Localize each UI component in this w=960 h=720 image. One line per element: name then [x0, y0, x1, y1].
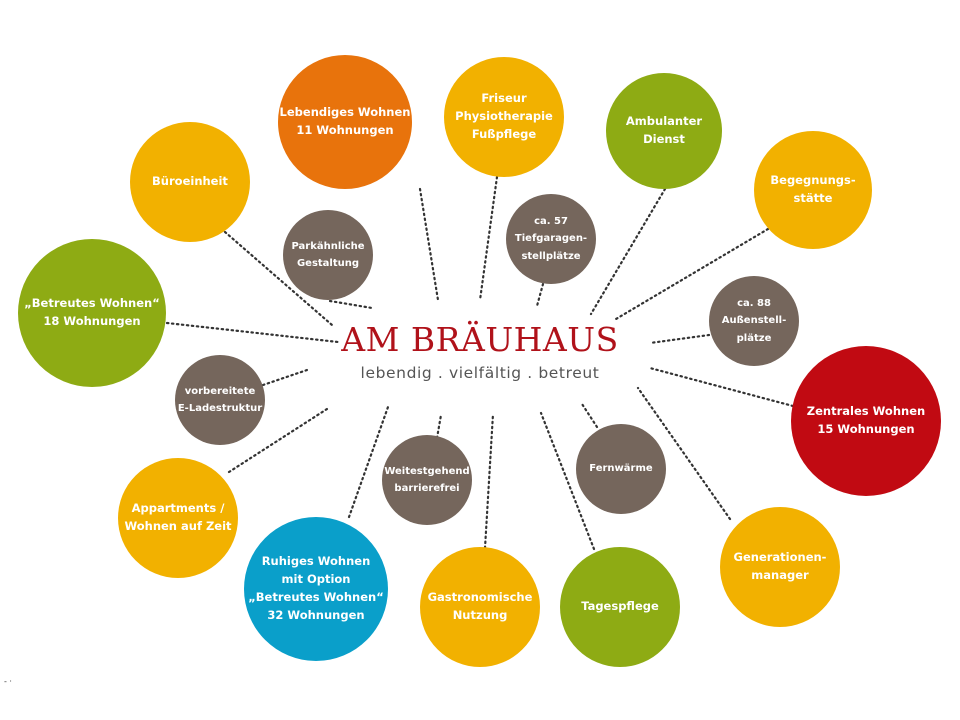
bubble-label-line: plätze — [736, 332, 772, 344]
connector-line — [328, 299, 374, 310]
bubble-tagespflege: Tagespflege — [560, 547, 680, 667]
bubble-label-line: Gestaltung — [296, 258, 360, 269]
connector-line — [535, 282, 545, 308]
bubble-zentrales-wohnen: Zentrales Wohnen 15 Wohnungen — [791, 346, 941, 496]
connector-line — [580, 402, 599, 429]
bubble-tiefgaragen: ca. 57 Tiefgaragen-stellplätze — [506, 194, 596, 284]
connector-line — [223, 230, 334, 327]
bubble-label-line: Friseur — [481, 91, 527, 106]
center-title-block: AM BRÄUHAUS lebendig . vielfältig . betr… — [328, 320, 632, 383]
connector-line — [347, 405, 390, 519]
connector-line — [648, 366, 795, 408]
bubble-label-line: stätte — [793, 191, 833, 205]
bubble-label-line: E-Ladestruktur — [177, 403, 263, 414]
connector-line — [261, 367, 312, 387]
bubble-label-line: Ambulanter — [625, 114, 703, 129]
bubble-label-line: Fernwärme — [589, 463, 653, 475]
bubble-label-line: Gastronomische — [427, 590, 533, 605]
bubble-label-line: „Betreutes Wohnen“ — [24, 296, 160, 311]
bubble-generationenmanager: Generationen-manager — [720, 507, 840, 627]
bubble-label-line: Appartments / — [131, 501, 225, 516]
bubble-label-line: Fußpflege — [471, 126, 537, 141]
bubble-label-line: Weitestgehend — [384, 465, 470, 477]
bubble-label-line: 18 Wohnungen — [43, 314, 141, 328]
bubble-appartments: Appartments / Wohnen auf Zeit — [118, 458, 238, 578]
bubble-label-line: Zentrales Wohnen — [806, 404, 926, 419]
bubble-barrierefrei: Weitestgehend barrierefrei — [382, 435, 472, 525]
bubble-aussenstellplaetze: ca. 88 Außenstell-plätze — [709, 276, 799, 366]
connector-line — [227, 407, 329, 474]
bubble-label-line: stellplätze — [521, 250, 581, 262]
bubble-lebendiges-wohnen: Lebendiges Wohnen 11 Wohnungen — [278, 55, 412, 189]
bubble-label-line: Generationen- — [733, 550, 827, 565]
bubble-label-line: Lebendiges Wohnen — [279, 105, 411, 120]
bubble-begegnungsstaette: Begegnungs-stätte — [754, 131, 872, 249]
bubble-label-line: 11 Wohnungen — [296, 123, 394, 137]
bubble-label-line: Tiefgaragen- — [514, 233, 588, 245]
corner-mark: - · — [4, 677, 12, 686]
page-title: AM BRÄUHAUS — [341, 320, 619, 359]
page-subtitle: lebendig . vielfältig . betreut — [360, 364, 600, 383]
connector-line — [165, 321, 340, 344]
connector-line — [636, 386, 732, 521]
connector-line — [483, 412, 495, 550]
bubble-label-line: manager — [751, 568, 809, 582]
bubble-bueroeinheit: Büroeinheit — [130, 122, 250, 242]
connector-line — [648, 333, 711, 345]
bubble-label-line: ca. 88 — [737, 297, 771, 309]
bubble-label-line: vorbereitete — [184, 385, 256, 397]
bubble-label-line: barrierefrei — [394, 483, 460, 494]
bubble-label-line: mit Option — [281, 572, 351, 587]
bubble-label-line: „Betreutes Wohnen“ — [248, 590, 384, 604]
bubble-label-line: Büroeinheit — [152, 174, 228, 189]
connector-line — [539, 411, 596, 551]
connector-line — [478, 175, 499, 302]
bubble-label-line: Außenstell- — [721, 315, 787, 327]
connector-line — [418, 187, 440, 302]
bubble-label-line: 15 Wohnungen — [817, 422, 915, 436]
bubble-label-line: ca. 57 — [534, 215, 568, 227]
bubble-label-line: Parkähnliche — [291, 240, 365, 252]
bubble-label-line: Begegnungs- — [770, 173, 856, 188]
connector-line — [589, 187, 667, 316]
bubble-label-line: Tagespflege — [581, 599, 659, 614]
bubble-fernwaerme: Fernwärme — [576, 424, 666, 514]
bubble-ruhiges-wohnen: Ruhiges Wohnen mit Option „Betreutes Wohne… — [244, 517, 388, 661]
bubble-label-line: Ruhiges Wohnen — [261, 554, 371, 569]
bubble-betreutes-wohnen: „Betreutes Wohnen“ 18 Wohnungen — [18, 239, 166, 387]
bubble-label-line: Wohnen auf Zeit — [124, 519, 232, 533]
bubble-label-line: Physiotherapie — [455, 109, 553, 124]
bubble-label-line: 32 Wohnungen — [267, 607, 365, 622]
connector-line — [435, 413, 443, 440]
connector-line — [614, 227, 770, 321]
bubble-label-line: Dienst — [643, 132, 685, 146]
bubble-label-line: Nutzung — [452, 608, 508, 622]
